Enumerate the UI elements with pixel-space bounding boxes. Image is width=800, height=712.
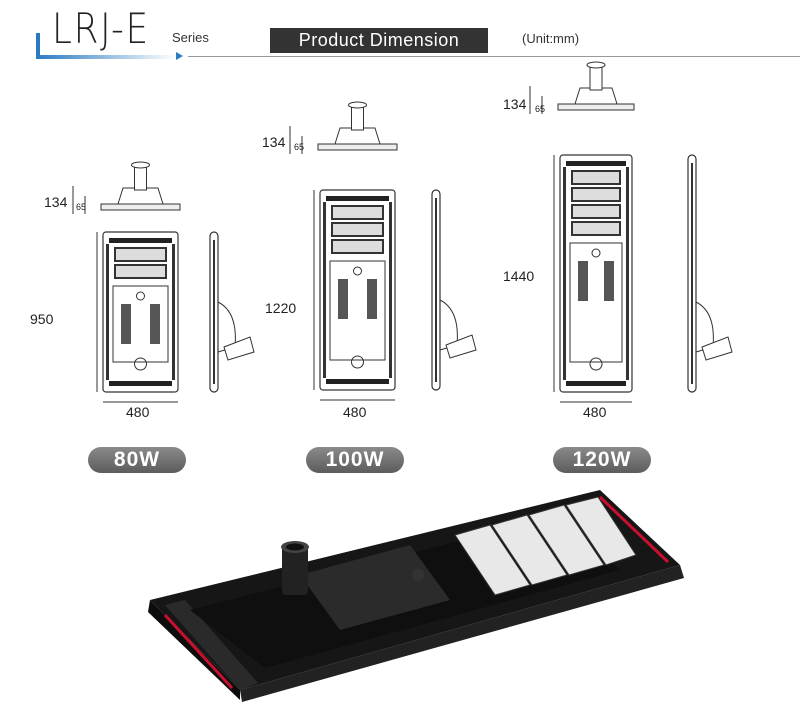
side-view-outline xyxy=(209,231,219,393)
dim-height-base: 65 xyxy=(76,202,87,212)
dim-height-top: 134 xyxy=(44,194,68,210)
top-view-base xyxy=(100,203,181,211)
led-module xyxy=(331,239,384,254)
front-view-rail xyxy=(106,244,109,380)
front-view-strip-top xyxy=(566,161,626,166)
led-module xyxy=(331,205,384,220)
dim-length: 950 xyxy=(30,311,54,327)
accent-bar-vertical xyxy=(36,33,40,58)
dim-width: 480 xyxy=(583,404,607,420)
front-view-rail xyxy=(563,167,566,380)
led-module xyxy=(331,222,384,237)
lamp-render xyxy=(148,490,684,702)
sensor-icon xyxy=(412,569,424,581)
brand-title: LRJ-E xyxy=(52,4,150,53)
section-title: Product Dimension xyxy=(270,28,488,53)
front-view-outline xyxy=(559,154,633,393)
pole-clamp xyxy=(589,357,603,371)
top-view-pole-cap xyxy=(348,101,367,109)
dim-length: 1220 xyxy=(265,300,297,316)
led-module xyxy=(491,514,568,586)
dim-width: 480 xyxy=(343,404,367,420)
front-view-strip-top xyxy=(326,196,389,201)
heatsink xyxy=(338,279,348,319)
pole-mount xyxy=(282,545,308,595)
front-view-outline xyxy=(102,231,179,393)
led-module xyxy=(454,524,531,596)
front-view-rail xyxy=(172,244,175,380)
arrow-icon xyxy=(176,52,183,60)
unit-label: (Unit:mm) xyxy=(522,31,580,46)
power-badge-120w: 120W xyxy=(553,447,651,473)
sensor xyxy=(353,266,362,276)
power-badge-100w: 100W xyxy=(306,447,404,473)
heatsink xyxy=(367,279,377,319)
sensor xyxy=(591,248,601,258)
side-view-pole-mount xyxy=(223,336,255,361)
pole-clamp xyxy=(351,355,364,369)
led-module xyxy=(571,204,621,219)
dim-width: 480 xyxy=(126,404,150,420)
header-rule xyxy=(188,56,800,57)
series-label: Series xyxy=(172,30,209,45)
front-view-rail xyxy=(323,202,326,378)
heatsink xyxy=(604,261,614,301)
front-view-strip-top xyxy=(109,238,172,243)
battery-panel xyxy=(112,285,169,363)
battery-panel xyxy=(569,242,623,363)
side-view-pole-mount xyxy=(445,334,477,359)
side-view-outline xyxy=(431,189,441,391)
pole-clamp xyxy=(134,357,147,371)
led-module xyxy=(571,187,621,202)
dim-height-top: 134 xyxy=(503,96,527,112)
dim-height-base: 65 xyxy=(294,142,305,152)
red-stripe-right xyxy=(598,495,670,564)
heatsink xyxy=(150,304,160,344)
heatsink xyxy=(121,304,131,344)
sensor xyxy=(136,291,145,301)
accent-bar-horizontal xyxy=(36,55,176,59)
battery-panel xyxy=(329,260,386,361)
front-view-rail xyxy=(389,202,392,378)
side-view-pole-mount xyxy=(701,336,733,361)
front-view-strip-bottom xyxy=(326,379,389,384)
top-view-base xyxy=(317,143,398,151)
front-view-strip-bottom xyxy=(566,381,626,386)
front-view-outline xyxy=(319,189,396,391)
led-module xyxy=(114,264,167,279)
power-badge-80w: 80W xyxy=(88,447,186,473)
front-view-strip-bottom xyxy=(109,381,172,386)
led-module xyxy=(114,247,167,262)
led-module xyxy=(571,170,621,185)
heatsink xyxy=(578,261,588,301)
led-module xyxy=(571,221,621,236)
top-view-base xyxy=(557,103,635,111)
battery-housing xyxy=(300,545,450,630)
dim-height-top: 134 xyxy=(262,134,286,150)
dim-height-base: 65 xyxy=(535,104,546,114)
top-view-pole-cap xyxy=(586,61,606,69)
side-view-outline xyxy=(687,154,697,393)
led-module xyxy=(565,496,637,566)
front-view-rail xyxy=(626,167,629,380)
led-module xyxy=(528,504,605,576)
red-stripe-left xyxy=(163,613,234,690)
top-view-pole-cap xyxy=(131,161,150,169)
dim-length: 1440 xyxy=(503,268,535,284)
